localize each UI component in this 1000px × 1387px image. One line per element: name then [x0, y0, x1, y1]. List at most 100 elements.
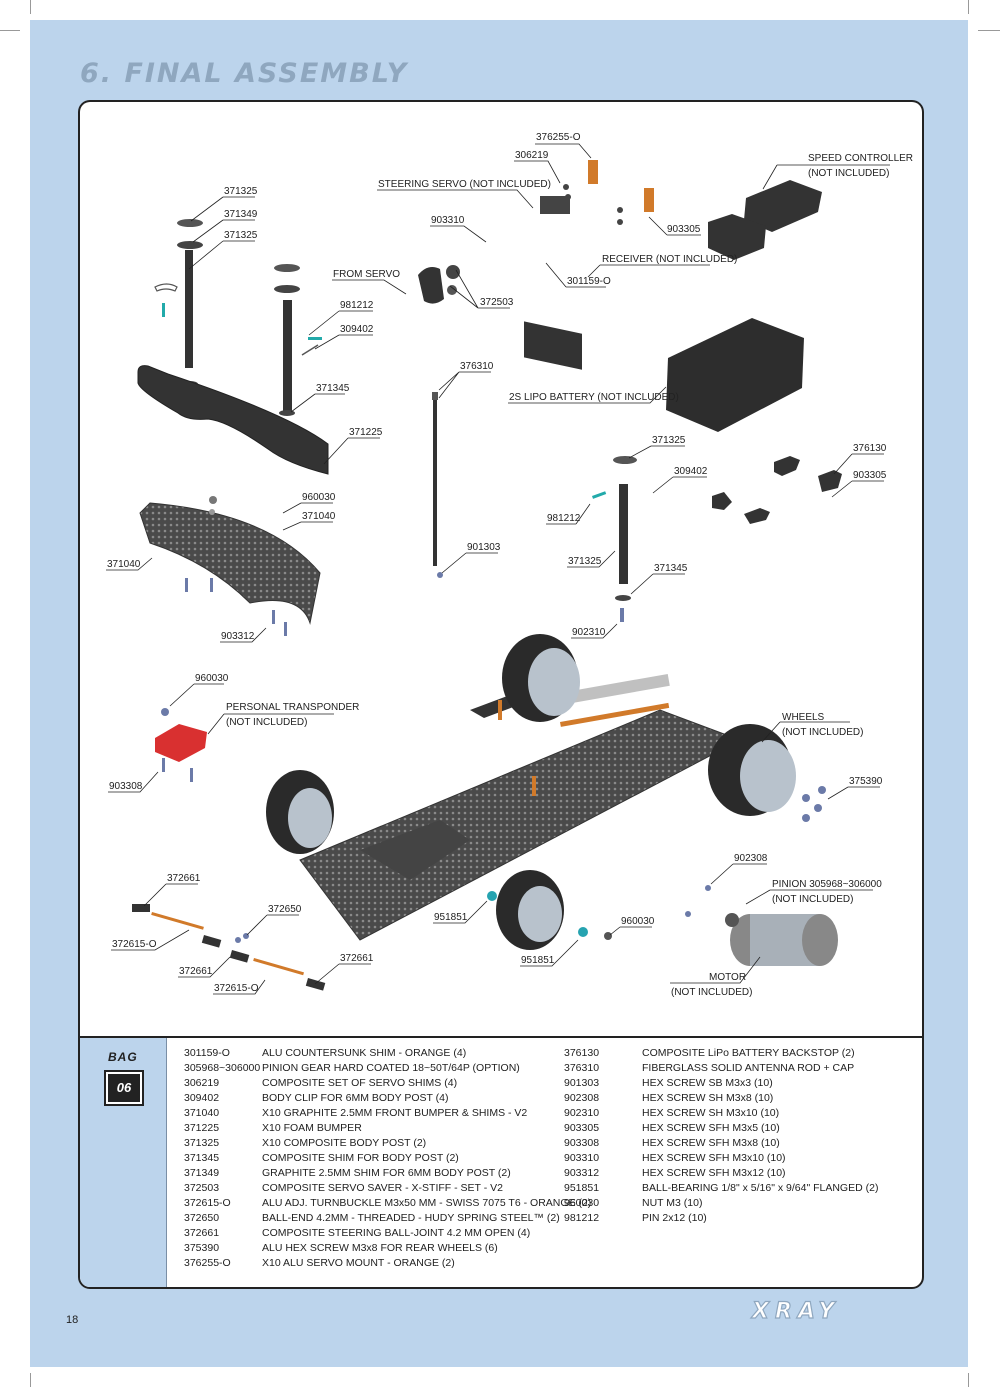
crop-mark	[30, 1373, 31, 1387]
part-description: COMPOSITE STEERING BALL-JOINT 4.2 MM OPE…	[262, 1227, 531, 1239]
callout-label: 372615-O	[214, 983, 259, 994]
part-row: 371040 X10 GRAPHITE 2.5MM FRONT BUMPER & …	[184, 1106, 591, 1121]
part-code: 376130	[564, 1047, 600, 1059]
part-code: 372615-O	[184, 1197, 231, 1209]
part-description: HEX SCREW SFH M3x5 (10)	[642, 1122, 780, 1134]
part-code: 306219	[184, 1077, 220, 1089]
callout-label: 903308	[109, 781, 143, 792]
crop-mark	[30, 0, 31, 14]
part-code: 372503	[184, 1182, 220, 1194]
part-description: BALL-BEARING 1/8" x 5/16" x 9/64" FLANGE…	[642, 1182, 879, 1194]
part-code: 903312	[564, 1167, 600, 1179]
transponder	[155, 708, 207, 782]
logo-text: XRAY	[750, 1299, 840, 1322]
antenna-rod	[432, 392, 443, 578]
part-code: 371349	[184, 1167, 220, 1179]
speed-controller	[744, 180, 822, 232]
callout-label: 903310	[431, 215, 465, 226]
bag-number: 06	[104, 1070, 144, 1106]
leader-lines	[106, 143, 890, 995]
part-code: 903310	[564, 1152, 600, 1164]
page-number: 18	[66, 1314, 79, 1326]
part-code: 371040	[184, 1107, 220, 1119]
part-code: 960030	[564, 1197, 600, 1209]
callout-label: 981212	[547, 513, 581, 524]
callout-label: 372650	[268, 904, 302, 915]
crop-mark	[968, 0, 969, 14]
callout-label: 371345	[316, 383, 350, 394]
body-post-right	[274, 264, 300, 416]
part-row: 372661 COMPOSITE STEERING BALL-JOINT 4.2 …	[184, 1226, 591, 1241]
part-description: PINION GEAR HARD COATED 18~50T/64P (OPTI…	[262, 1062, 520, 1074]
part-description: X10 GRAPHITE 2.5MM FRONT BUMPER & SHIMS …	[262, 1107, 528, 1119]
wheel	[502, 634, 580, 722]
part-description: HEX SCREW SB M3x3 (10)	[642, 1077, 773, 1089]
wheel	[496, 870, 564, 950]
callout-label: 903312	[221, 631, 255, 642]
part-description: ALU HEX SCREW M3x8 FOR REAR WHEELS (6)	[262, 1242, 498, 1254]
part-description: X10 ALU SERVO MOUNT - ORANGE (2)	[262, 1257, 455, 1269]
part-description: BODY CLIP FOR 6MM BODY POST (4)	[262, 1092, 449, 1104]
part-code: 371345	[184, 1152, 220, 1164]
wheel	[266, 770, 334, 854]
callout-label: 902310	[572, 627, 606, 638]
part-code: 901303	[564, 1077, 600, 1089]
callout-label: (NOT INCLUDED)	[226, 717, 307, 728]
body-post-left	[177, 219, 203, 387]
part-code: 372650	[184, 1212, 220, 1224]
part-description: HEX SCREW SFH M3x8 (10)	[642, 1137, 780, 1149]
callout-label: 951851	[434, 912, 468, 923]
crop-mark	[978, 30, 1000, 31]
part-code: 981212	[564, 1212, 600, 1224]
part-code: 305968~306000	[184, 1062, 261, 1074]
receiver	[708, 214, 766, 260]
callout-label: 371325	[652, 435, 686, 446]
part-row: 375390 ALU HEX SCREW M3x8 FOR REAR WHEELS…	[184, 1241, 591, 1256]
callout-label: 902308	[734, 853, 768, 864]
part-code: 902308	[564, 1092, 600, 1104]
callout-label: 376255-O	[536, 132, 581, 143]
callout-label: SPEED CONTROLLER	[808, 153, 913, 164]
foam-bumper	[137, 365, 329, 475]
part-description: COMPOSITE SERVO SAVER - X-STIFF - SET - …	[262, 1182, 503, 1194]
part-row: 372503 COMPOSITE SERVO SAVER - X-STIFF - …	[184, 1181, 591, 1196]
callout-label: MOTOR	[709, 972, 746, 983]
callout-label: 901303	[467, 542, 501, 553]
callout-label: 376310	[460, 361, 494, 372]
callout-label: 371040	[302, 511, 336, 522]
motor	[685, 885, 838, 966]
callout-label: 371325	[224, 230, 258, 241]
callout-label: PERSONAL TRANSPONDER	[226, 702, 359, 713]
part-description: COMPOSITE SHIM FOR BODY POST (2)	[262, 1152, 459, 1164]
part-code: 371225	[184, 1122, 220, 1134]
callout-label: 376130	[853, 443, 887, 454]
callout-label: (NOT INCLUDED)	[671, 987, 752, 998]
part-code: 375390	[184, 1242, 220, 1254]
part-code: 371325	[184, 1137, 220, 1149]
bearings	[487, 891, 612, 940]
callout-label: 372661	[179, 966, 213, 977]
part-row: 901303 HEX SCREW SB M3x3 (10)	[564, 1076, 878, 1091]
part-description: GRAPHITE 2.5MM SHIM FOR 6MM BODY POST (2…	[262, 1167, 511, 1179]
part-description: X10 FOAM BUMPER	[262, 1122, 362, 1134]
callout-label: 309402	[674, 466, 708, 477]
callout-label: 375390	[849, 776, 883, 787]
callout-label: 372661	[340, 953, 374, 964]
callout-label: 371325	[568, 556, 602, 567]
callout-label: 960030	[621, 916, 655, 927]
steering-servo	[524, 160, 654, 370]
callout-label: (NOT INCLUDED)	[782, 727, 863, 738]
page-title: 6. FINAL ASSEMBLY	[80, 58, 409, 89]
part-code: 372661	[184, 1227, 220, 1239]
